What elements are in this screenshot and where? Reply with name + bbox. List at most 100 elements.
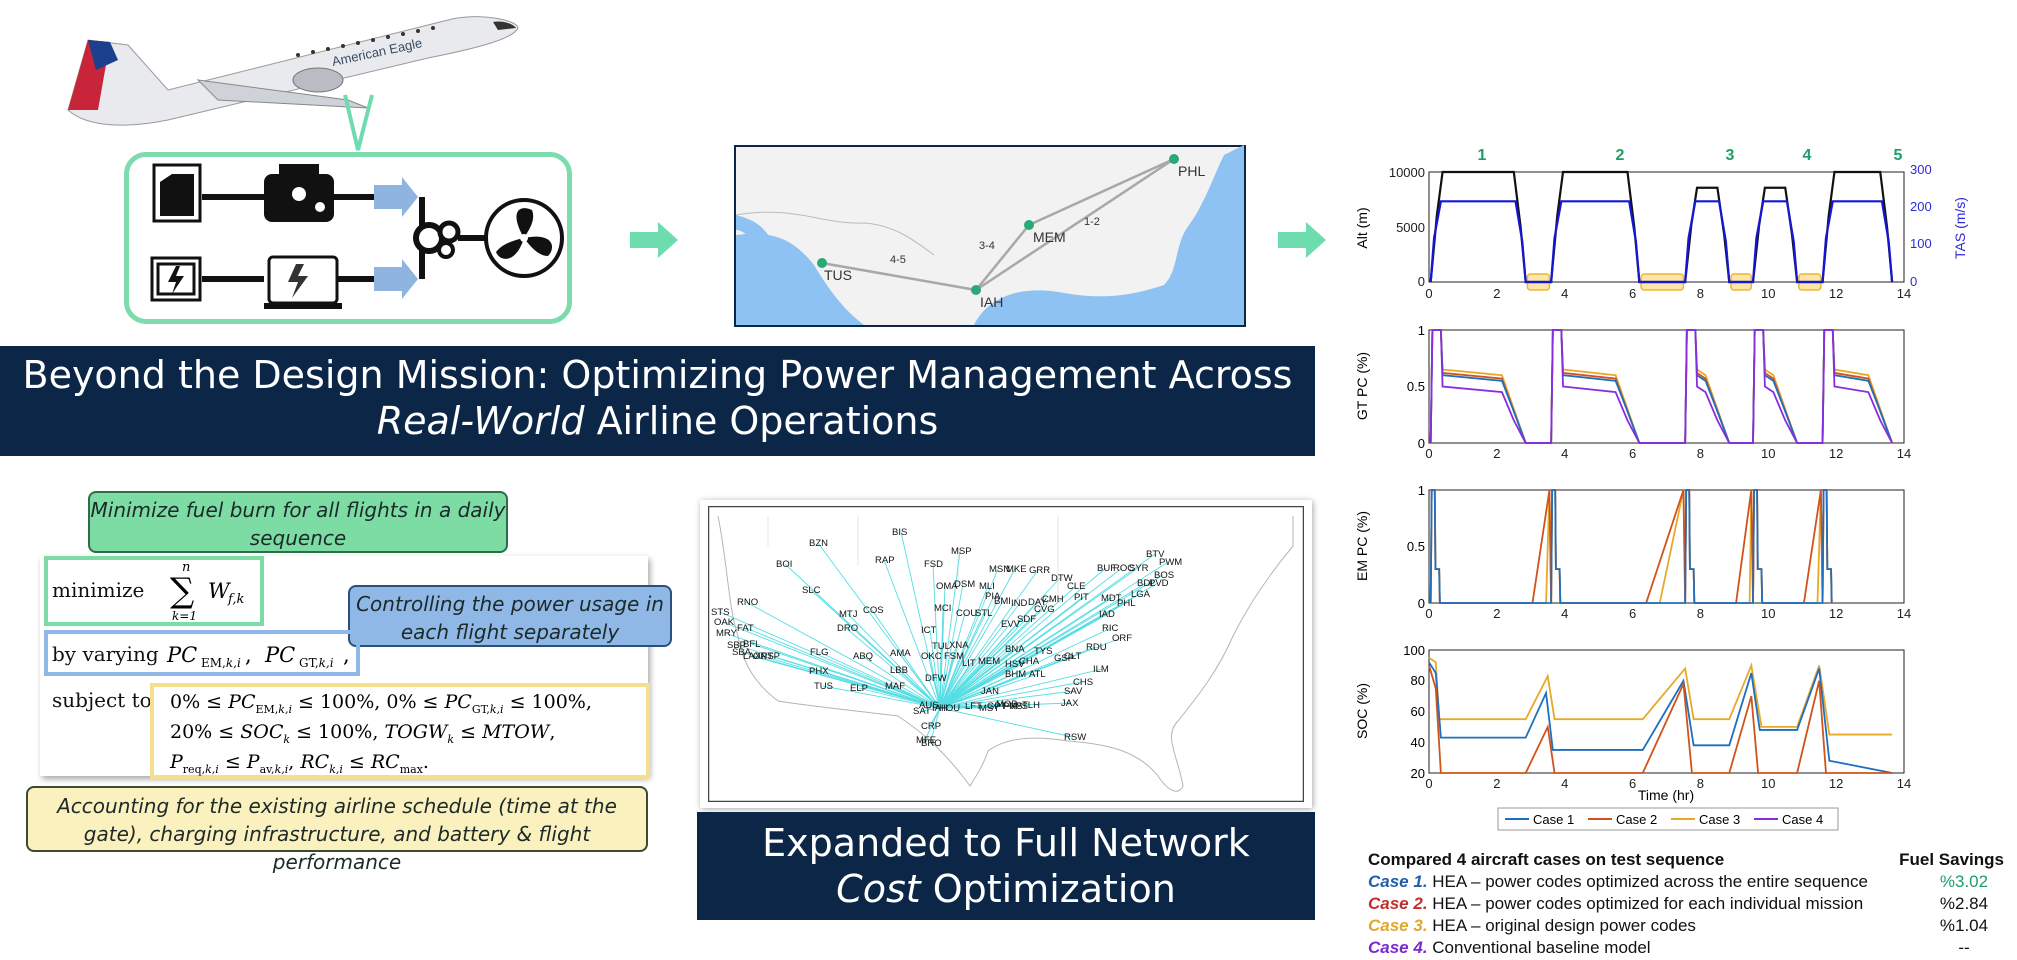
y2-tick: 200 — [1910, 199, 1932, 214]
network-airport-label: DSM — [954, 579, 975, 590]
network-airport-label: CMH — [1042, 594, 1064, 605]
fuel-savings-value: -- — [1958, 938, 1970, 957]
summary-row: Case 4. Conventional baseline model-- — [1368, 937, 2004, 959]
network-airport-label: CHS — [1073, 677, 1093, 688]
network-airport-label: MRY — [716, 628, 738, 639]
summary-title: Compared 4 aircraft cases on test sequen… — [1368, 850, 1725, 869]
title-line-1: Beyond the Design Mission: Optimizing Po… — [22, 353, 1293, 397]
route-line — [871, 609, 941, 709]
network-airport-label: ICT — [921, 625, 937, 636]
network-airport-label: BZN — [809, 538, 828, 549]
x-tick: 0 — [1425, 606, 1432, 621]
summary-description: Case 1. HEA – power codes optimized acro… — [1368, 871, 1868, 893]
route-line — [939, 660, 1029, 709]
by-varying-label: by varying — [52, 642, 159, 666]
network-airport-label: OAK — [714, 617, 735, 628]
network-airport-label: BFL — [743, 639, 760, 650]
svg-text:PC: PC — [166, 643, 197, 667]
route-airport-label: MEM — [1033, 229, 1066, 245]
svg-text:0% ≤ PCEM,k,i ≤ 100%, 0% ≤ P: 0% ≤ PCEM,k,i ≤ 100%, 0% ≤ PCGT,k,i ≤ 10… — [170, 691, 592, 716]
case-1-line — [1428, 661, 1893, 774]
network-airport-label: BIS — [892, 527, 907, 538]
x-tick: 14 — [1897, 606, 1911, 621]
network-airport-label: BMI — [994, 596, 1011, 607]
minimize-label: minimize — [52, 578, 145, 602]
network-airport-label: SBP — [727, 640, 746, 651]
case-label: Case 2. — [1368, 894, 1428, 913]
y-tick: 80 — [1411, 673, 1425, 688]
route-line — [858, 687, 941, 709]
route-airport-label: IAH — [980, 294, 1003, 310]
route-line — [939, 645, 942, 709]
case-1-line — [1429, 489, 1833, 604]
svg-text:,: , — [245, 643, 252, 667]
plane-connector — [343, 94, 374, 151]
network-airport-label: BOI — [776, 559, 792, 570]
network-airport-label: OMA — [936, 581, 958, 592]
network-airport-label: JAX — [1061, 698, 1079, 709]
case-text: HEA – power codes optimized for each ind… — [1427, 894, 1864, 913]
fuel-savings-value: %1.04 — [1939, 916, 1989, 935]
x-tick: 10 — [1761, 776, 1775, 791]
network-airport-label: ORF — [1112, 633, 1132, 644]
network-airport-label: EVV — [1001, 619, 1021, 630]
network-airport-label: HSV — [1005, 659, 1025, 670]
case-2-line — [1428, 665, 1893, 774]
y-tick: 10000 — [1389, 165, 1425, 180]
network-airport-label: PIT — [1074, 592, 1089, 603]
x-tick: 14 — [1897, 446, 1911, 461]
x-tick: 0 — [1425, 446, 1432, 461]
case-text: Conventional baseline model — [1427, 938, 1651, 957]
flow-arrow-icon — [1278, 222, 1326, 258]
alt-axis-label: Alt (m) — [1354, 207, 1370, 248]
case-text: HEA – original design power codes — [1427, 916, 1696, 935]
route-line — [745, 627, 941, 709]
network-airport-label: SDF — [1017, 614, 1036, 625]
route-line — [745, 601, 941, 709]
soc-axis-label: SOC (%) — [1354, 683, 1370, 739]
y-tick: 60 — [1411, 704, 1425, 719]
route-line — [939, 648, 1015, 709]
case-3-line — [1429, 489, 1833, 604]
x-tick: 4 — [1561, 606, 1568, 621]
network-airport-label: AMA — [890, 648, 911, 659]
network-airport-label: MEM — [978, 656, 1000, 667]
network-airport-label: FSM — [944, 651, 964, 662]
route-line — [751, 655, 941, 709]
network-airport-label: MSP — [951, 546, 972, 557]
route-line — [939, 550, 961, 709]
network-airport-label: TUL — [932, 641, 950, 652]
x-tick: 14 — [1897, 286, 1911, 301]
network-airport-label: DTW — [1051, 573, 1073, 584]
route-line — [845, 627, 941, 709]
route-line — [883, 559, 941, 709]
route-line — [939, 690, 1074, 709]
x-tick: 6 — [1629, 286, 1636, 301]
route-line — [932, 563, 941, 709]
network-airport-label: ROC — [1113, 563, 1134, 574]
network-airport-label: CRP — [921, 721, 941, 732]
y-tick: 1 — [1418, 483, 1425, 498]
network-italic: Cost — [836, 867, 921, 911]
mission-profile-chart: 1 2 3 4 5 Alt (m) 10000 5000 0 300 200 1… — [1354, 147, 1968, 831]
soc-panel: SOC (%) 100 80 60 40 20 — [1354, 643, 1905, 781]
route-line — [939, 583, 964, 709]
route-line — [719, 611, 941, 709]
network-airport-label: COU — [956, 608, 977, 619]
network-airport-label: ILM — [1093, 664, 1109, 675]
route-line — [939, 705, 1019, 709]
network-airport-label: HOU — [939, 703, 960, 714]
network-airport-label: LGA — [1131, 589, 1151, 600]
title-banner: Beyond the Design Mission: Optimizing Po… — [0, 346, 1315, 456]
gearbox-icon — [413, 220, 461, 259]
route-line — [898, 669, 941, 709]
x-tick: 8 — [1697, 446, 1704, 461]
network-airport-label: ABQ — [853, 651, 873, 662]
route-line — [939, 663, 1015, 709]
route-line — [939, 597, 1111, 709]
gt-power-code-panel: GT PC (%) 1 0.5 0 — [1354, 323, 1905, 451]
network-airport-label: LIT — [962, 658, 976, 669]
svg-text:Preq,k,i ≤ Pav,k,i, RCk,i ≤: Preq,k,i ≤ Pav,k,i, RCk,i ≤ RCmax. — [169, 751, 429, 776]
network-airport-label: MLI — [979, 581, 995, 592]
leg-number: 5 — [1894, 147, 1903, 164]
